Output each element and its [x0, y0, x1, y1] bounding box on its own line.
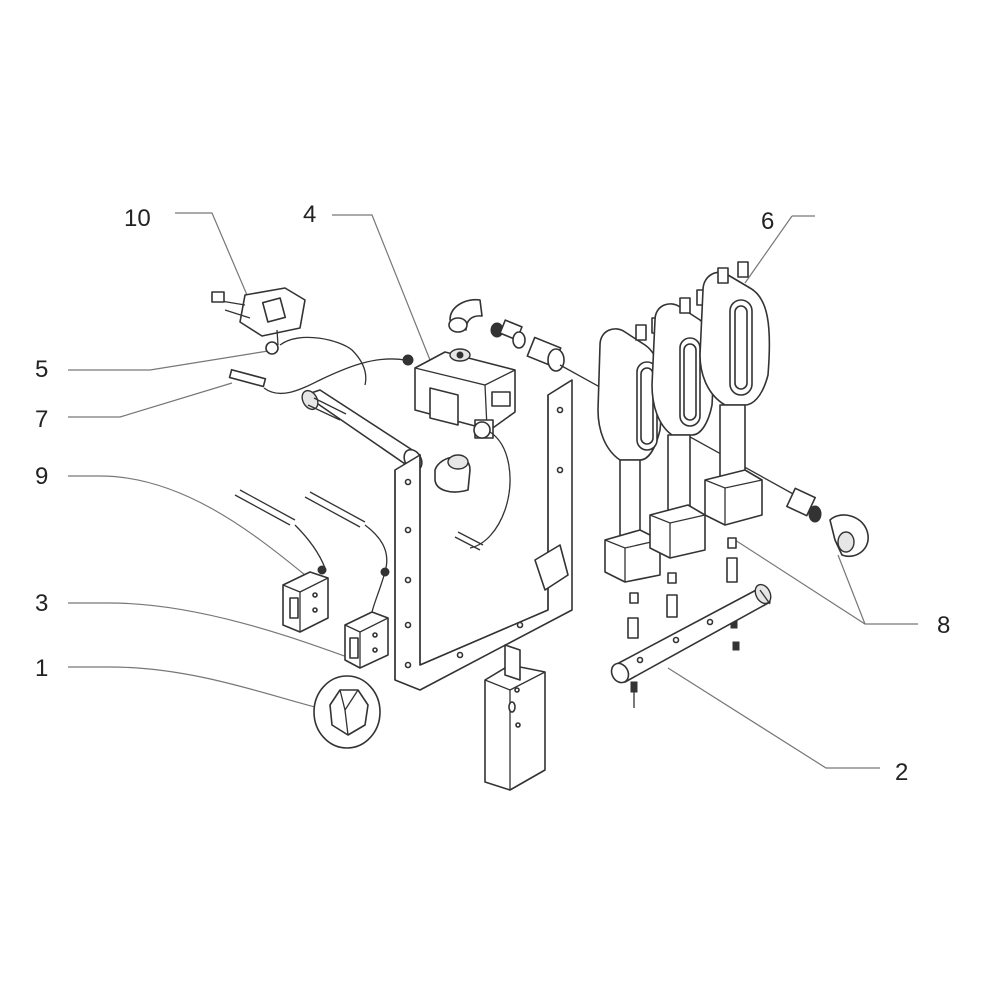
leader-5 — [68, 350, 269, 371]
callout-3: 3 — [35, 590, 48, 617]
part-1-control-knob — [313, 675, 381, 749]
main-u-bracket — [394, 379, 573, 691]
part-7-pilot-tube — [228, 358, 406, 395]
part-9-pilot-bracket — [282, 571, 329, 633]
leader-8b — [837, 554, 866, 625]
part-8-orifices — [627, 537, 740, 651]
callout-1: 1 — [35, 655, 48, 682]
leader-10 — [175, 212, 251, 303]
leader-lines — [68, 212, 918, 769]
part-5-thermocouple-wire — [279, 336, 414, 386]
callout-5: 5 — [35, 356, 48, 383]
callout-4: 4 — [303, 201, 316, 228]
callout-7: 7 — [35, 406, 48, 433]
leader-1 — [68, 666, 336, 713]
leader-9 — [68, 475, 306, 576]
bottom-support-bracket — [484, 644, 546, 791]
inlet-fittings — [490, 319, 565, 372]
callout-9: 9 — [35, 463, 48, 490]
leader-4 — [332, 214, 431, 361]
part-10-ignitor-assembly — [211, 287, 306, 355]
callout-10: 10 — [124, 205, 151, 232]
leader-6b — [744, 215, 793, 284]
part-6-burner-right — [699, 261, 771, 526]
part-3-pilot-bracket — [344, 611, 389, 669]
pilot-rods — [234, 489, 484, 613]
manifold-inlet-fittings — [786, 487, 869, 557]
leader-2 — [667, 667, 880, 769]
callout-6: 6 — [761, 208, 774, 235]
leader-8 — [734, 539, 918, 625]
leader-3 — [68, 602, 351, 659]
callout-8: 8 — [937, 612, 950, 639]
part-4-gas-valve — [414, 348, 516, 549]
part-6-burner-middle — [649, 289, 714, 559]
part-2-gas-manifold — [610, 583, 772, 708]
leader-7 — [68, 382, 233, 418]
valve-elbow-fitting — [448, 298, 483, 333]
callout-2: 2 — [895, 759, 908, 786]
